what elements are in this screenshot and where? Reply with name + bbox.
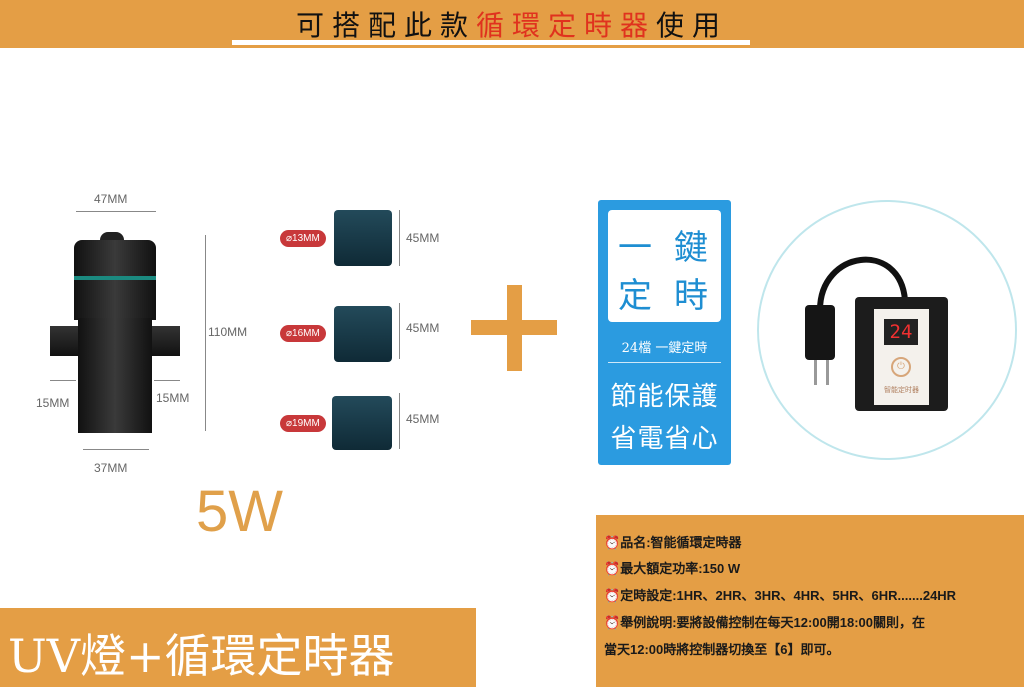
card-char: 定 <box>618 276 652 316</box>
diameter-badge: ⌀19MM <box>280 415 326 432</box>
dim-line <box>83 449 149 450</box>
card-char: 鍵 <box>674 228 708 268</box>
alarm-clock-icon: ⏰ <box>604 588 621 603</box>
alarm-clock-icon: ⏰ <box>604 615 621 630</box>
timer-display: 24 <box>884 319 918 345</box>
dim-line <box>154 380 180 381</box>
hose-fitting-image <box>334 306 392 362</box>
card-subtitle: 24檔 一鍵定時 <box>608 337 721 363</box>
power-button-icon: ⏻ <box>891 357 911 377</box>
feature-card-header: 一 鍵 定 時 <box>608 210 721 322</box>
spec-box: ⏰品名:智能循環定時器 ⏰最大額定功率:150 W ⏰定時設定:1HR、2HR、… <box>596 515 1024 687</box>
timer-face-label: 智能定时器 <box>884 387 919 394</box>
banner-title-prefix: 可搭配此款 <box>295 9 476 42</box>
bottom-title-box: UV燈+循環定時器 <box>0 608 476 687</box>
card-line-2: 省電省心 <box>610 423 719 453</box>
spec-item-continued: 當天12:00時將控制器切換至【6】即可。 <box>604 642 840 657</box>
fitting-row: ⌀19MM 45MM <box>278 393 458 453</box>
spec-item: ⏰舉例說明:要將設備控制在每天12:00開18:00關則，在 <box>604 615 926 630</box>
banner-title: 可搭配此款循環定時器使用 <box>0 4 1024 44</box>
timer-dial-circle <box>757 200 1017 460</box>
banner-title-highlight: 循環定時器 <box>475 9 656 42</box>
power-rating: 5W <box>196 479 283 544</box>
dim-line <box>76 211 156 212</box>
spec-item: ⏰最大額定功率:150 W <box>604 561 741 576</box>
fitting-length: 45MM <box>406 231 440 245</box>
bottom-title: UV燈+循環定時器 <box>8 629 395 683</box>
diameter-badge: ⌀16MM <box>280 325 326 342</box>
dim-line <box>50 380 76 381</box>
card-line-1: 節能保護 <box>610 381 719 411</box>
plus-icon-vertical <box>507 285 522 371</box>
dim-line <box>205 235 206 431</box>
fitting-length: 45MM <box>406 321 440 335</box>
plug-cord-icon <box>805 256 908 385</box>
alarm-clock-icon: ⏰ <box>604 561 621 576</box>
dim-right-port: 15MM <box>156 391 190 405</box>
fitting-row: ⌀16MM 45MM <box>278 303 458 363</box>
diameter-badge: ⌀13MM <box>280 230 326 247</box>
timer-face: 24 ⏻ 智能定时器 <box>874 309 929 405</box>
card-char: 一 <box>618 228 652 268</box>
alarm-clock-icon: ⏰ <box>604 535 621 550</box>
banner-title-suffix: 使用 <box>656 9 729 42</box>
fitting-length: 45MM <box>406 412 440 426</box>
feature-card: 一 鍵 定 時 24檔 一鍵定時 節能保護 省電省心 <box>598 200 731 465</box>
fitting-row: ⌀13MM 45MM <box>278 208 458 268</box>
banner-underline <box>232 40 750 45</box>
card-char: 時 <box>674 276 708 316</box>
hose-fitting-image <box>332 396 392 450</box>
timer-device: 24 ⏻ 智能定时器 <box>855 297 948 411</box>
hose-fitting-image <box>334 210 392 266</box>
spec-item: ⏰定時設定:1HR、2HR、3HR、4HR、5HR、6HR.......24HR <box>604 588 957 603</box>
dim-left-port: 15MM <box>36 396 70 410</box>
dim-top-width: 47MM <box>94 192 128 206</box>
dim-bottom-width: 37MM <box>94 461 128 475</box>
spec-item: ⏰品名:智能循環定時器 <box>604 535 742 550</box>
dim-height: 110MM <box>208 325 248 339</box>
uv-lamp-image <box>48 232 182 433</box>
